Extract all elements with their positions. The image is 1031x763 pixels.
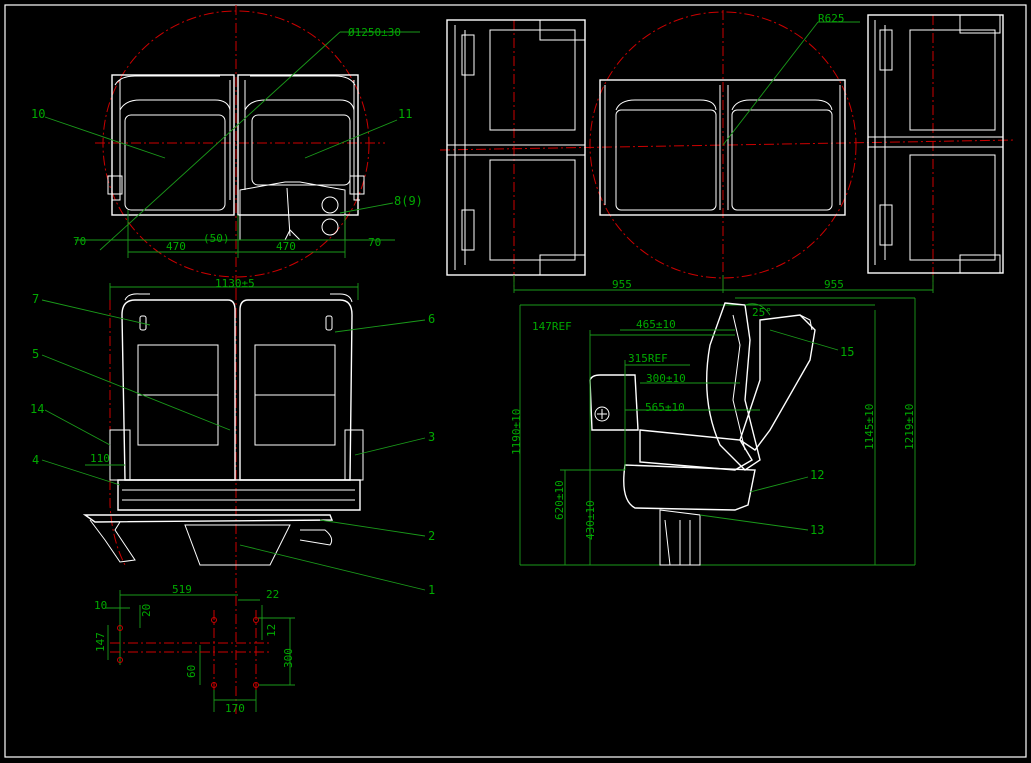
- dim-1145: 1145±10: [863, 404, 876, 450]
- dim-470-left: 470: [166, 240, 186, 253]
- dim-10: 10: [94, 599, 107, 612]
- dim-70-left: 70: [73, 235, 86, 248]
- callout-1: 1: [428, 583, 435, 597]
- front-view: 1130±5 110 7 6 5 14 3 4 2 1: [30, 277, 435, 715]
- dim-50: (50): [203, 232, 230, 245]
- dia-label-left: Ø1250±30: [348, 26, 401, 39]
- dim-955-right: 955: [824, 278, 844, 291]
- dim-70-right: 70: [368, 236, 381, 249]
- dim-147ref: 147REF: [532, 320, 572, 333]
- dim-620: 620±10: [553, 480, 566, 520]
- bolt-holes: [117, 617, 259, 688]
- dim-300: 300: [282, 648, 295, 668]
- callout-14: 14: [30, 402, 44, 416]
- dim-60: 60: [185, 665, 198, 678]
- bolt-pattern-view: 519 10 20 22 147 12 300 60 170: [94, 583, 295, 715]
- top-view-left: Ø1250±30 70 470 (50) 470 70 10 11 8(9): [31, 5, 423, 290]
- callout-7: 7: [32, 292, 39, 306]
- dim-22: 22: [266, 588, 279, 601]
- callout-15: 15: [840, 345, 854, 359]
- dim-955-left: 955: [612, 278, 632, 291]
- callout-12: 12: [810, 468, 824, 482]
- drawing-frame: [4, 4, 1027, 758]
- dim-20: 20: [140, 604, 153, 617]
- dim-470-right: 470: [276, 240, 296, 253]
- callout-3: 3: [428, 430, 435, 444]
- callout-10: 10: [31, 107, 45, 121]
- width-1130: 1130±5: [215, 277, 255, 290]
- side-view: 147REF 465±10 315REF 300±10 565±10 620±1…: [510, 297, 916, 566]
- callout-4: 4: [32, 453, 39, 467]
- dim-12: 12: [265, 624, 278, 637]
- dim-430: 430±10: [584, 500, 597, 540]
- dim-315ref: 315REF: [628, 352, 668, 365]
- dim-300-side: 300±10: [646, 372, 686, 385]
- top-view-right: R625 955 955: [439, 10, 1016, 293]
- callout-11: 11: [398, 107, 412, 121]
- dim-519: 519: [172, 583, 192, 596]
- dim-147: 147: [94, 632, 107, 652]
- dim-465: 465±10: [636, 318, 676, 331]
- dim-1219: 1219±10: [903, 404, 916, 450]
- r625-label: R625: [818, 12, 845, 25]
- callout-6: 6: [428, 312, 435, 326]
- dim-565: 565±10: [645, 401, 685, 414]
- dim-1190: 1190±10: [510, 409, 523, 455]
- callout-5: 5: [32, 347, 39, 361]
- angle-25: 25°: [752, 306, 772, 319]
- callout-2: 2: [428, 529, 435, 543]
- callout-13: 13: [810, 523, 824, 537]
- dim-170: 170: [225, 702, 245, 715]
- callout-8-9: 8(9): [394, 194, 423, 208]
- dim-110: 110: [90, 452, 110, 465]
